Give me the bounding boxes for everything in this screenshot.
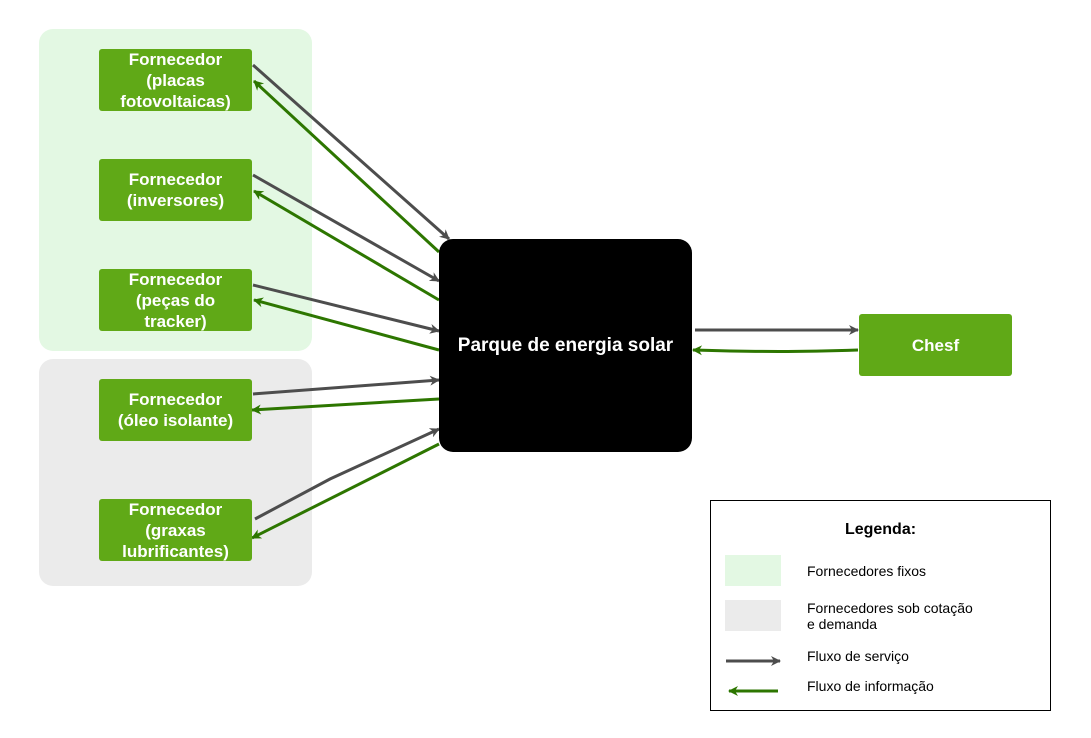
- supplier-placas-fotovoltaicas: Fornecedor (placas fotovoltaicas): [99, 49, 252, 111]
- supplier-graxas-lubrificantes: Fornecedor (graxas lubrificantes): [99, 499, 252, 561]
- legend-label-service: Fluxo de serviço: [807, 648, 909, 664]
- legend-label-information: Fluxo de informação: [807, 678, 934, 694]
- supplier-oleo-isolante: Fornecedor (óleo isolante): [99, 379, 252, 441]
- information-arrow-chesf: [692, 345, 859, 356]
- service-arrow-placas: [252, 63, 450, 241]
- information-arrow-oleo: [251, 397, 440, 415]
- information-arrow-tracker: [253, 297, 440, 352]
- supplier-pecas-tracker: Fornecedor (peças do tracker): [99, 269, 252, 331]
- service-arrow-tracker: [252, 283, 440, 334]
- legend: Legenda: Fornecedores fixos Fornecedores…: [710, 500, 1051, 711]
- information-arrow-inversores: [253, 189, 440, 302]
- service-arrow-graxas: [254, 427, 440, 521]
- legend-swatch-fixed: [725, 555, 781, 586]
- legend-swatch-quote: [725, 600, 781, 631]
- information-arrow-placas: [252, 79, 441, 254]
- legend-label-fixed: Fornecedores fixos: [807, 563, 927, 579]
- service-arrow-inversores: [252, 173, 440, 283]
- information-arrow-graxas: [251, 442, 440, 540]
- supplier-inversores: Fornecedor (inversores): [99, 159, 252, 221]
- service-arrow-oleo: [252, 375, 440, 396]
- legend-arrows: [726, 656, 781, 696]
- chesf-node: Chesf: [859, 314, 1012, 376]
- legend-label-quote: Fornecedores sob cotação e demanda: [807, 600, 973, 632]
- solar-park-node: Parque de energia solar: [439, 239, 692, 452]
- legend-title: Legenda:: [844, 521, 917, 538]
